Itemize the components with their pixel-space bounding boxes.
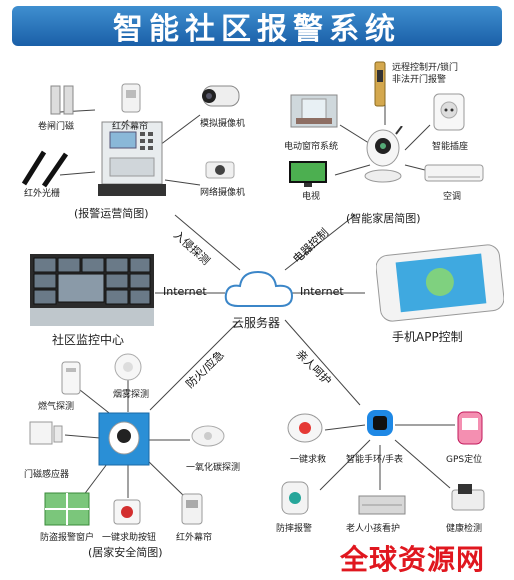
monitor-wall-icon	[30, 254, 154, 326]
label-smoke: 烟雾探测	[113, 390, 150, 400]
label-remote-lock: 远程控制开/锁门 非法开门报警	[392, 63, 459, 85]
watermark-text: 全球资源网	[340, 543, 486, 576]
smart-bracelet-icon	[367, 410, 393, 436]
door-sensor-icon	[29, 421, 63, 445]
network-camera-icon	[205, 161, 235, 179]
caption-alarm: (报警运营简图)	[74, 207, 149, 220]
smoke-detector-icon	[114, 353, 142, 381]
label-rolling-door: 卷闸门磁	[38, 122, 75, 132]
safety-hub-icon	[98, 412, 150, 466]
line-door	[64, 434, 101, 439]
line-health	[394, 439, 451, 489]
sos-device-icon	[287, 413, 323, 443]
tv-icon	[289, 161, 327, 187]
title-banner: 智能社区报警系统	[12, 6, 502, 47]
line-intrusion	[174, 214, 241, 271]
label-sos-button: 一键求助按钮	[102, 533, 157, 543]
line-power	[284, 214, 356, 271]
label-ir-curtain-bottom: 红外幕帘	[176, 533, 213, 543]
caption-monitor: 社区监控中心	[52, 333, 125, 347]
line-ir-bottom	[144, 457, 186, 498]
connector-internet-left: Internet	[163, 285, 207, 298]
label-ac: 空调	[443, 192, 462, 202]
line-ir-beam	[59, 171, 96, 176]
co-detector-icon	[191, 425, 225, 447]
line-sos	[324, 424, 366, 431]
smartphone-icon	[376, 244, 504, 322]
gas-detector-icon	[61, 361, 81, 395]
label-smart-socket: 智能插座	[432, 142, 469, 152]
label-co: 一氧化碳探测	[186, 463, 241, 473]
alarm-panel-icon	[98, 121, 166, 196]
smart-lock-icon	[374, 61, 386, 107]
caption-safety: (居家安全简图)	[88, 546, 163, 559]
label-sos: 一键求救	[290, 455, 327, 465]
line-analog-camera	[159, 114, 201, 146]
ir-curtain-top-icon	[121, 83, 141, 113]
smart-socket-icon	[433, 93, 465, 131]
label-curtain-system: 电动窗帘系统	[284, 142, 339, 152]
line-tv	[334, 164, 371, 176]
line-socket	[404, 124, 431, 151]
label-health: 健康检测	[446, 524, 483, 534]
rolling-door-sensor-icon	[50, 85, 74, 115]
connector-internet-right: Internet	[300, 285, 344, 298]
health-monitor-icon	[451, 484, 485, 511]
care-server-icon	[358, 495, 406, 515]
gps-locator-icon	[457, 411, 483, 445]
ir-curtain-bottom-icon	[181, 493, 203, 525]
line-fire	[149, 319, 241, 411]
ac-icon	[424, 164, 484, 182]
caption-home: (智能家居简图)	[346, 212, 421, 225]
window-guard-icon	[44, 492, 90, 526]
label-ir-beam: 红外光栅	[24, 189, 61, 199]
label-analog-camera: 模拟摄像机	[200, 119, 246, 129]
home-camera-icon	[364, 126, 403, 183]
label-window-guard: 防盗报警窗户	[40, 533, 95, 543]
label-child-care: 老人小孩看护	[346, 524, 401, 534]
fall-alarm-icon	[281, 481, 309, 515]
curtain-room-icon	[290, 94, 338, 128]
ir-beam-icon	[21, 150, 69, 188]
label-bracelet: 智能手环/手表	[346, 455, 404, 465]
label-gas: 燃气探测	[38, 402, 75, 412]
label-gps: GPS定位	[446, 455, 483, 465]
line-network-camera	[164, 179, 201, 186]
caption-cloud: 云服务器	[232, 316, 281, 330]
label-network-camera: 网络摄像机	[200, 188, 246, 198]
label-tv: 电视	[302, 192, 321, 202]
line-fall	[319, 439, 371, 491]
label-fall-alarm: 防摔报警	[276, 524, 313, 534]
label-ir-curtain-top: 红外幕帘	[112, 122, 149, 132]
label-door-sensor: 门磁感应器	[24, 470, 70, 480]
cloud-server-icon	[224, 270, 294, 307]
sos-button-icon	[113, 499, 141, 525]
page-title: 智能社区报警系统	[113, 12, 401, 47]
line-ac	[404, 164, 426, 171]
caption-app: 手机APP控制	[392, 330, 463, 344]
analog-camera-icon	[202, 85, 240, 107]
line-care	[284, 319, 361, 406]
